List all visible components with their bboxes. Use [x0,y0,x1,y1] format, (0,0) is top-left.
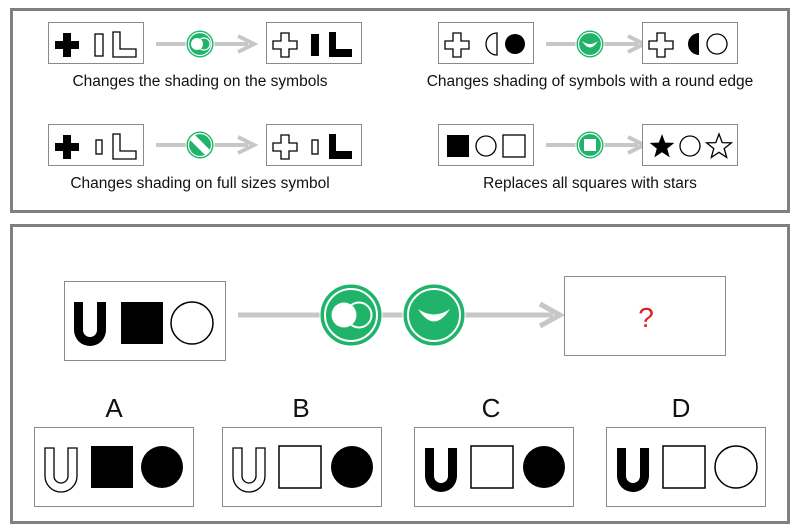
rule-3-input-box [48,124,144,166]
square-outline-icon [470,445,514,489]
square-icon [584,139,596,151]
option-c[interactable] [414,427,574,507]
option-b-label: B [292,393,310,423]
u-outline-icon [232,447,266,493]
option-d-symbols [617,445,758,492]
circle-outline-icon [679,135,701,157]
small-rect-outline-icon [95,139,103,155]
u-outline-icon [44,447,78,493]
square-filled-icon [121,302,163,344]
circle-filled-icon [505,34,525,54]
u-filled-icon [74,302,106,346]
rule-2-caption: Changes shading of symbols with a round … [426,73,754,90]
option-a[interactable] [34,427,194,507]
rule-1-input-box [48,22,144,64]
rule-2-output-symbols [648,32,728,58]
plus-filled-icon [55,135,79,159]
rule-1-input-symbols [55,31,137,58]
overlapping-circles-icon [331,302,357,328]
puzzle-arrow [238,283,566,347]
rule-2-input-box [438,22,534,64]
rect-filled-icon [311,34,319,56]
rule-3-caption: Changes shading on full sizes symbol [70,175,330,192]
rule-4-output-box [642,124,738,166]
rule-4-caption: Replaces all squares with stars [483,175,697,192]
rule-4-arrow [546,130,649,160]
circle-filled-icon [141,446,183,488]
option-a-label: A [105,393,123,423]
plus-filled-icon [55,33,79,57]
rule-3-input-symbols [55,133,137,160]
rule-4-input-box [438,124,534,166]
square-filled-icon [91,446,133,488]
l-filled-icon [329,134,352,159]
rule-4-output-symbols [649,132,734,159]
l-outline-icon [112,133,137,160]
option-b[interactable] [222,427,382,507]
option-d[interactable] [606,427,766,507]
u-filled-icon [617,448,649,492]
answer-box: ? [564,276,726,356]
rule-1-output-symbols [272,32,352,58]
l-outline-icon [112,31,137,58]
option-b-symbols [232,445,373,493]
plus-outline-icon [444,32,470,58]
plus-outline-icon [648,32,674,58]
star-filled-icon [649,134,675,158]
square-outline-icon [278,445,322,489]
circle-filled-icon [523,446,565,488]
circle-outline-icon [475,135,497,157]
circle-outline-icon [706,33,728,55]
square-filled-icon [447,135,469,157]
rule-3-output-box [266,124,362,166]
square-outline-icon [662,445,706,489]
rule-4-input-symbols [447,134,526,158]
u-filled-icon [425,448,457,492]
question-mark: ? [638,302,654,333]
option-d-label: D [671,393,691,423]
rule-2-input-symbols [444,32,525,58]
puzzle-input-symbols [74,301,214,346]
rect-outline-icon [94,33,104,57]
rule-1-output-box [266,22,362,64]
plus-outline-icon [272,32,298,58]
l-filled-icon [329,32,352,57]
rule-3-arrow [156,130,259,160]
star-outline-icon [704,132,734,159]
puzzle-input-box [64,281,226,361]
diagonal-stripe-icon [189,134,211,156]
rule-1-caption: Changes the shading on the symbols [72,73,328,90]
circle-outline-icon [714,445,758,489]
circle-outline-icon [170,301,214,345]
smile-icon [418,309,450,322]
half-circle-filled-icon [688,33,699,55]
option-c-symbols [425,445,565,492]
option-c-label: C [481,393,501,423]
plus-outline-icon [272,134,298,160]
overlapping-circles-icon [191,38,203,50]
square-outline-icon [502,134,526,158]
small-rect-outline-icon [311,139,319,155]
half-circle-outline-icon [485,32,498,56]
rule-1-arrow [156,29,259,59]
circle-filled-icon [331,446,373,488]
option-a-symbols [44,446,183,493]
rule-2-arrow [546,29,649,59]
rule-2-output-box [642,22,738,64]
smile-icon [582,41,598,48]
rule-3-output-symbols [272,134,352,160]
